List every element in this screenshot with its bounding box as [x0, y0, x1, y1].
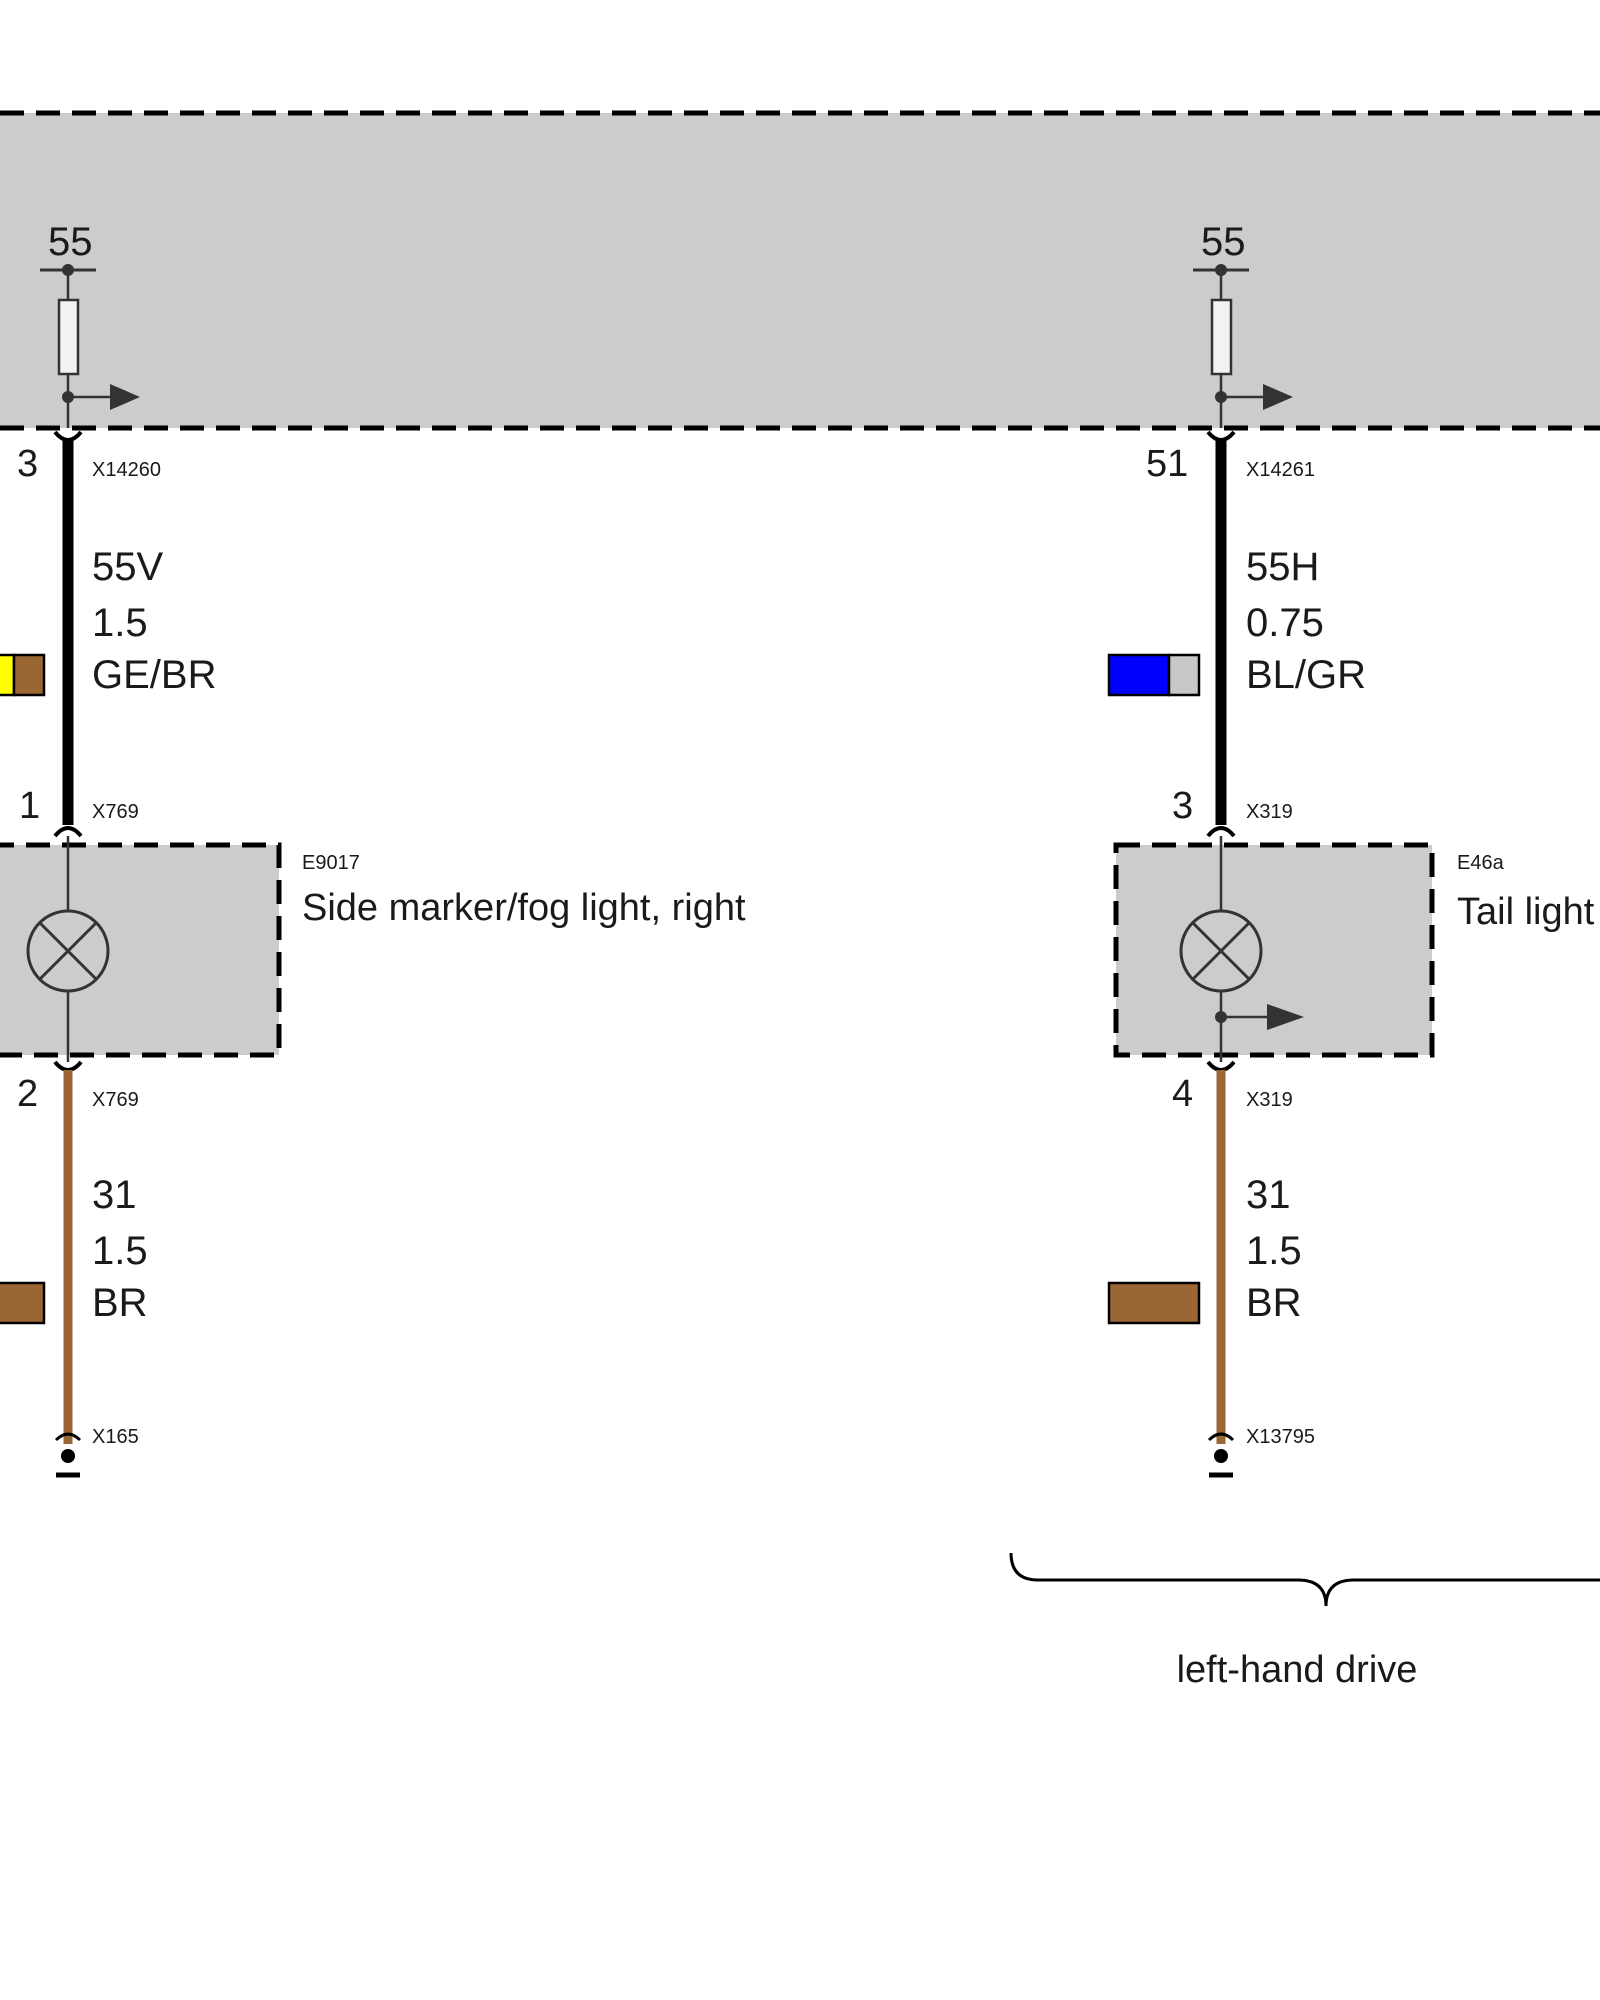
- comp-connector-bottom-2: X319: [1246, 1089, 1293, 1111]
- wire-color-swatch-4: [1107, 1281, 1201, 1325]
- component-name-2: Tail light: [1457, 891, 1595, 933]
- component-box-e9017: [0, 842, 282, 1058]
- wire-signal-1: 55V: [92, 545, 163, 589]
- top-connector-label-2: X14261: [1246, 459, 1315, 481]
- wire-size-1: 1.5: [92, 601, 148, 645]
- signal-arrow-icon: [110, 384, 140, 410]
- top-connector-label-1: X14260: [92, 459, 161, 481]
- comp-pin-bottom-2: 4: [1172, 1073, 1193, 1115]
- signal-arrow-icon: [1263, 384, 1293, 410]
- wire-bottom-size-2: 1.5: [1246, 1229, 1302, 1273]
- wire-color-swatch-3: [1107, 653, 1201, 697]
- wire-color-code-1: GE/BR: [92, 653, 216, 697]
- wire-size-2: 0.75: [1246, 601, 1324, 645]
- comp-connector-top-1: X769: [92, 801, 139, 823]
- circuit-side-marker: 55 3 X14260 55V 1.5 GE/BR 1 X769: [0, 220, 746, 1478]
- brace-label: left-hand drive: [1177, 1649, 1418, 1691]
- component-name-1: Side marker/fog light, right: [302, 887, 746, 929]
- top-pin-number-2: 51: [1146, 443, 1188, 485]
- fuse-symbol-1: 55: [40, 220, 140, 428]
- fuse-terminal-label-1: 55: [48, 220, 93, 264]
- comp-pin-top-2: 3: [1172, 785, 1193, 827]
- ground-connector-2: X13795: [1246, 1426, 1315, 1448]
- comp-pin-top-1: 1: [19, 785, 40, 827]
- top-pin-number-1: 3: [17, 443, 38, 485]
- ground-icon: [54, 1432, 82, 1478]
- ground-connector-1: X165: [92, 1426, 139, 1448]
- control-module-box: [0, 110, 1600, 431]
- comp-connector-bottom-1: X769: [92, 1089, 139, 1111]
- wire-color-swatch-2: [0, 1281, 46, 1325]
- ground-icon: [1207, 1432, 1235, 1478]
- wire-bottom-color-code-2: BR: [1246, 1281, 1302, 1325]
- signal-arrow-icon: [1267, 1004, 1304, 1030]
- circuit-tail-light: 55 51 X14261 55H 0.75 BL/GR 3 X319: [1107, 220, 1595, 1478]
- wire-bottom-color-code-1: BR: [92, 1281, 148, 1325]
- wire-bottom-size-1: 1.5: [92, 1229, 148, 1273]
- component-id-2: E46a: [1457, 852, 1505, 874]
- fuse-symbol-2: 55: [1193, 220, 1293, 428]
- component-id-1: E9017: [302, 852, 360, 874]
- comp-connector-top-2: X319: [1246, 801, 1293, 823]
- wire-bottom-signal-1: 31: [92, 1173, 137, 1217]
- wire-bottom-signal-2: 31: [1246, 1173, 1291, 1217]
- comp-pin-bottom-1: 2: [17, 1073, 38, 1115]
- wire-color-code-2: BL/GR: [1246, 653, 1366, 697]
- fuse-terminal-label-2: 55: [1201, 220, 1246, 264]
- brace-left-hand-drive: [1009, 1552, 1600, 1607]
- wire-color-swatch-1: [0, 653, 46, 697]
- wire-signal-2: 55H: [1246, 545, 1319, 589]
